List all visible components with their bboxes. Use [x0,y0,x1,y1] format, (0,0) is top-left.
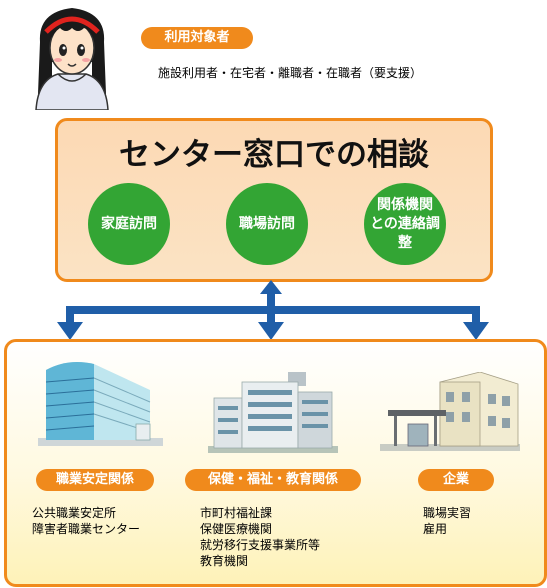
category-employment-label: 職業安定関係 [36,469,154,491]
hospital-building-icon [208,372,338,453]
list-item: 教育機関 [200,554,249,568]
category-welfare-items: 市町村福祉課 保健医療機関 就労移行支援事業所等 教育機関 [200,505,320,569]
target-description: 施設利用者・在宅者・離職者・在職者（要支援） [158,66,423,80]
category-employment-items: 公共職業安定所 障害者職業センター [32,505,140,537]
circle-label: 職場訪問 [239,215,295,232]
connector-arrows [57,280,489,340]
consultation-title: センター窓口での相談 [119,137,429,173]
office-building-icon [38,362,163,446]
circle-label: との連絡調整 [370,215,440,251]
list-item: 雇用 [423,522,448,536]
list-item: 市町村福祉課 [200,506,273,520]
arrow-down-icon [258,322,284,340]
category-company-items: 職場実習 雇用 [423,505,471,537]
arrow-down-icon [57,322,83,340]
target-label: 利用対象者 [141,27,253,49]
person-icon [35,8,109,110]
company-building-icon [380,372,520,451]
arrow-up-icon [260,280,282,294]
list-item: 職場実習 [423,506,472,520]
list-item: 就労移行支援事業所等 [200,538,321,552]
circle-label: 関係機関 [377,196,433,213]
arrow-down-icon [463,322,489,340]
category-company-label: 企業 [418,469,494,491]
list-item: 保健医療機関 [200,522,273,536]
list-item: 障害者職業センター [32,522,141,536]
category-welfare-label: 保健・福祉・教育関係 [185,469,361,491]
consultation-box: センター窓口での相談 家庭訪問 職場訪問 関係機関 との連絡調整 [55,118,493,282]
circle-label: 家庭訪問 [101,215,157,232]
circle-liaison: 関係機関 との連絡調整 [364,183,446,265]
circle-home-visit: 家庭訪問 [88,183,170,265]
list-item: 公共職業安定所 [32,506,117,520]
circle-workplace-visit: 職場訪問 [226,183,308,265]
